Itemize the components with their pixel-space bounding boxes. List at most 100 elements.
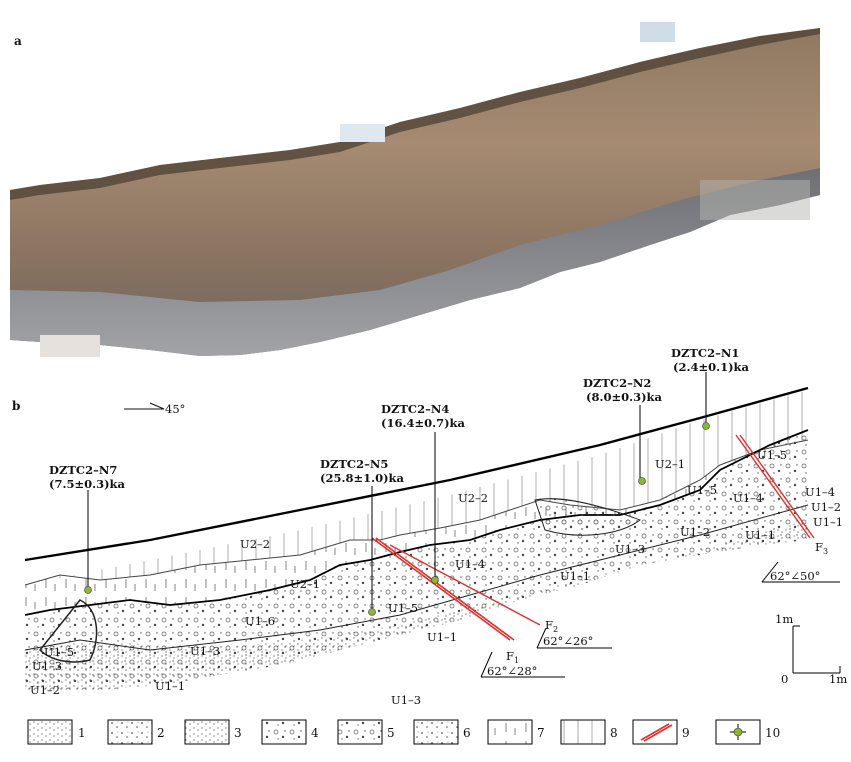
legend-swatch-2 xyxy=(107,719,153,745)
unit-label: U1–1 xyxy=(560,569,590,583)
fault-attitude-f3: 62°∠50° xyxy=(770,569,820,583)
gravel-base-photo xyxy=(10,168,820,356)
unit-u2-2 xyxy=(25,390,808,585)
sky-patch xyxy=(640,22,675,42)
u1-top-boundary xyxy=(24,429,809,616)
panel-a-label: a xyxy=(14,34,22,48)
panel-b-section: b 45° xyxy=(12,346,843,707)
legend-number: 4 xyxy=(311,726,319,740)
unit-label: U1–5 xyxy=(44,645,74,659)
u2-boundary xyxy=(24,439,809,586)
photo-edge xyxy=(700,180,810,220)
unit-label: U1–5 xyxy=(388,601,418,615)
scale-bar: 1m 0 1m xyxy=(775,612,847,686)
attitude-line xyxy=(480,651,493,678)
unit-label: U2–2 xyxy=(458,491,488,505)
orientation-arrow: 45° xyxy=(124,402,185,416)
attitude-line xyxy=(761,561,779,583)
sample-id: DZTC2–N7 xyxy=(49,463,117,477)
sample-marker-icon xyxy=(733,727,743,737)
unit-label: U2–1 xyxy=(655,457,685,471)
sample-id: DZTC2–N1 xyxy=(671,346,739,360)
sample-marker-icon xyxy=(84,586,92,594)
fault-f1-line xyxy=(375,537,515,641)
legend-swatch-6 xyxy=(413,719,459,745)
orientation-label: 45° xyxy=(165,402,185,416)
unit-u2-1 xyxy=(25,440,808,615)
legend-number: 2 xyxy=(157,726,165,740)
scale-horizontal-label: 1m xyxy=(829,672,847,686)
unit-label: U1–1 xyxy=(427,630,457,644)
fault-label-f1: F1 xyxy=(506,649,519,665)
outcrop-photo xyxy=(10,28,820,356)
unit-label: U1–4 xyxy=(455,557,485,571)
fault-label-f3: F3 xyxy=(815,540,828,556)
legend-swatch-5 xyxy=(337,719,383,745)
sample-marker-icon xyxy=(638,477,646,485)
unit-label: U2–1 xyxy=(290,577,320,591)
channel-fill xyxy=(38,599,98,663)
sample-age: (25.8±1.0)ka xyxy=(320,471,405,485)
legend-swatch-7 xyxy=(487,719,533,745)
unit-label: U1–4 xyxy=(805,485,835,499)
fault-attitude-f2: 62°∠26° xyxy=(543,634,593,648)
unit-label: U1–5 xyxy=(757,448,787,462)
sample-markers xyxy=(84,372,710,616)
topsoil-photo xyxy=(10,28,820,200)
sample-marker-icon xyxy=(368,608,376,616)
legend-swatch-3 xyxy=(184,719,230,745)
unit-label: U1–1 xyxy=(813,515,843,529)
internal-boundary xyxy=(24,504,809,651)
unit-label: U1–1 xyxy=(745,528,775,542)
legend: 1 2 3 4 5 6 7 8 9 10 xyxy=(27,719,780,745)
ground-surface xyxy=(24,386,809,562)
scale-vertical-label: 1m xyxy=(775,612,793,626)
unit-label: U1–3 xyxy=(32,659,62,673)
sample-age: (8.0±0.3)ka xyxy=(586,390,663,404)
unit-label: U1–1 xyxy=(155,679,185,693)
fault-f1-line xyxy=(371,537,511,641)
unit-u1-gravel xyxy=(25,430,808,690)
legend-number: 7 xyxy=(537,726,545,740)
legend-swatch-8 xyxy=(560,719,606,745)
legend-number: 9 xyxy=(682,726,690,740)
scale-zero-label: 0 xyxy=(781,672,788,686)
unit-label: U1–3 xyxy=(190,644,220,658)
sample-marker-icon xyxy=(431,576,439,584)
unit-label: U1–2 xyxy=(30,683,60,697)
sample-id: DZTC2–N5 xyxy=(320,457,388,471)
legend-number: 3 xyxy=(234,726,242,740)
panel-a-photo: a xyxy=(10,22,820,357)
sample-id: DZTC2–N4 xyxy=(381,402,449,416)
photo-edge xyxy=(40,335,100,357)
fault-label-f2: F2 xyxy=(545,618,558,634)
legend-swatch-4 xyxy=(261,719,307,745)
unit-label: U1–4 xyxy=(733,491,763,505)
attitude-line xyxy=(536,627,547,649)
legend-swatch-1 xyxy=(27,719,73,745)
legend-number: 10 xyxy=(765,726,780,740)
sample-age: (2.4±0.1)ka xyxy=(673,360,750,374)
fault-f2-line xyxy=(389,544,541,626)
unit-label: U1–5 xyxy=(687,483,717,497)
sky-patch xyxy=(340,124,385,142)
panel-b-label: b xyxy=(12,399,20,413)
sample-id: DZTC2–N2 xyxy=(583,376,651,390)
fault-f3-line xyxy=(739,434,815,539)
unit-label: U1–3 xyxy=(391,693,421,707)
gravel-lens xyxy=(534,498,642,536)
fault-f3-line xyxy=(735,434,811,539)
sample-age: (16.4±0.7)ka xyxy=(381,416,466,430)
unit-label: U1–2 xyxy=(811,500,841,514)
legend-number: 8 xyxy=(610,726,618,740)
sample-age: (7.5±0.3)ka xyxy=(49,477,126,491)
fault-attitude-f1: 62°∠28° xyxy=(487,664,537,678)
unit-u1-fine xyxy=(25,520,808,690)
unit-label: U1–3 xyxy=(615,542,645,556)
legend-number: 5 xyxy=(387,726,395,740)
legend-number: 1 xyxy=(78,726,86,740)
unit-label: U1–6 xyxy=(245,614,275,628)
legend-number: 6 xyxy=(463,726,471,740)
